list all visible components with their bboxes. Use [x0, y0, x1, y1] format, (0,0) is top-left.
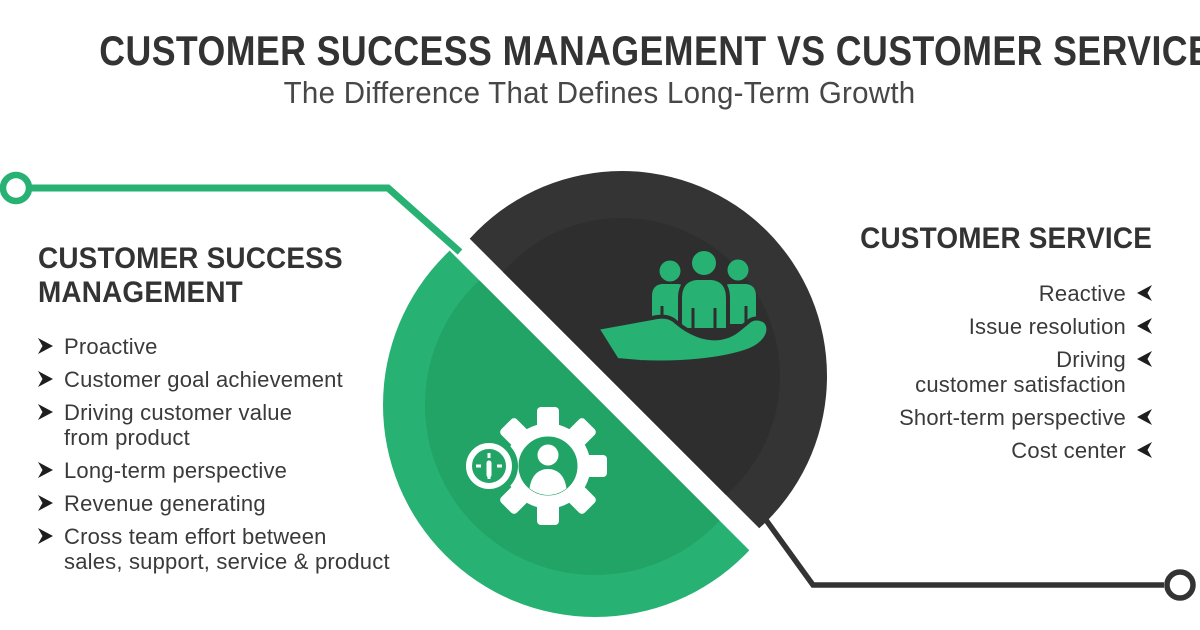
list-item: Issue resolution [782, 314, 1152, 339]
list-item-text: Cost center [1011, 438, 1126, 463]
list-item: Short-term perspective [782, 405, 1152, 430]
list-item: Reactive [782, 281, 1152, 306]
list-item: Revenue generating [38, 491, 438, 516]
timer-icon [460, 437, 518, 495]
left-connector-ring [0, 171, 33, 205]
list-item-text: Short-term perspective [899, 405, 1126, 430]
gear-person-icon [460, 407, 607, 525]
arrow-right-icon [38, 371, 53, 387]
arrow-left-icon [1137, 285, 1152, 301]
arrow-left-icon [1137, 351, 1152, 367]
arrow-right-icon [38, 404, 53, 420]
left-connector-line [30, 184, 463, 255]
list-item-text: Revenue generating [64, 491, 266, 516]
arrow-right-icon [38, 462, 53, 478]
arrow-right-icon [38, 338, 53, 354]
arrow-left-icon [1137, 318, 1152, 334]
left-heading: CUSTOMER SUCCESS MANAGEMENT [38, 242, 343, 309]
arrow-right-icon [38, 495, 53, 511]
list-item: Long-term perspective [38, 458, 438, 483]
right-connector-ring [1164, 569, 1196, 601]
people-in-hand-icon [595, 247, 771, 365]
arrow-right-icon [38, 528, 53, 544]
list-item: Proactive [38, 334, 438, 359]
list-item-text: Proactive [64, 334, 158, 359]
list-item: Customer goal achievement [38, 367, 438, 392]
hand-icon [595, 314, 771, 365]
arrow-left-icon [1137, 442, 1152, 458]
header: CUSTOMER SUCCESS MANAGEMENT VS CUSTOMER … [0, 27, 1200, 111]
list-item-text: Customer goal achievement [64, 367, 343, 392]
page-subtitle: The Difference That Defines Long-Term Gr… [284, 75, 916, 111]
right-heading: CUSTOMER SERVICE [860, 222, 1152, 255]
arrow-left-icon [1137, 409, 1152, 425]
page-title: CUSTOMER SUCCESS MANAGEMENT VS CUSTOMER … [99, 27, 1200, 74]
right-connector-line [763, 518, 1164, 588]
list-item-text: Reactive [1038, 281, 1126, 306]
list-item-text: Issue resolution [968, 314, 1126, 339]
person-icon [529, 444, 567, 495]
list-item: Cost center [782, 438, 1152, 463]
list-item-text: Long-term perspective [64, 458, 288, 483]
